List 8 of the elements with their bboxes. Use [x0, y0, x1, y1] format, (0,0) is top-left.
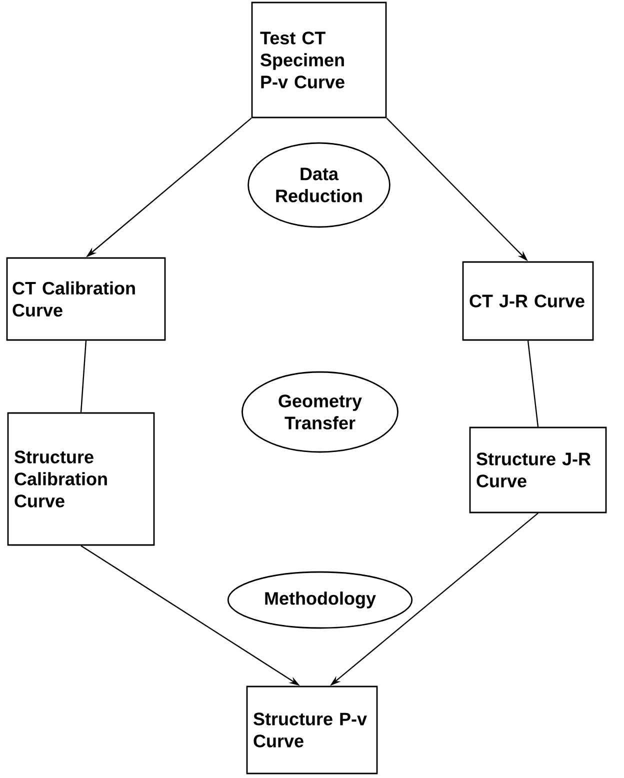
process-box: Structure J-R Curve [469, 426, 607, 514]
connector-line [80, 340, 87, 412]
process-box: Structure Calibration Curve [7, 412, 155, 546]
connector-line [527, 340, 539, 427]
process-box: Test CT Specimen P-v Curve [251, 2, 387, 118]
process-box: Structure P-v Curve [246, 686, 378, 774]
process-box: CT J-R Curve [462, 261, 594, 341]
process-box: CT Calibration Curve [6, 257, 166, 341]
